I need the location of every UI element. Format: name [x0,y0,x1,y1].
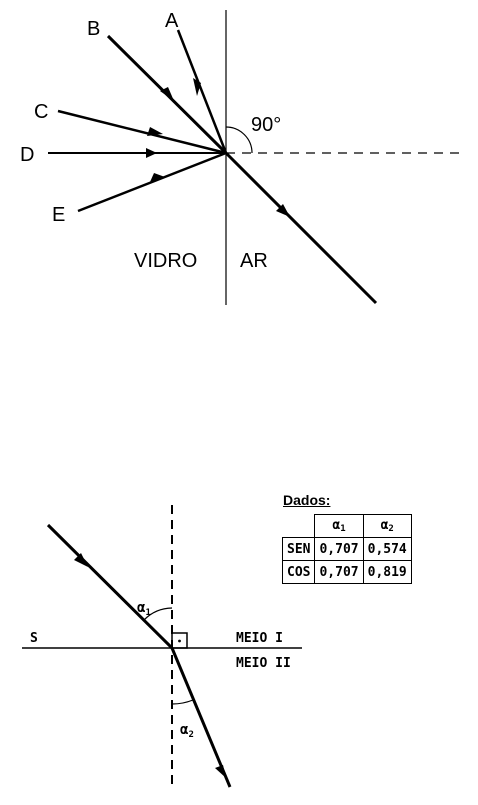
label-ray-b: B [87,18,100,40]
cell-cos-alpha-1: 0,707 [315,561,363,584]
ray-a [178,30,226,153]
surface-label-s: S [30,631,38,646]
angle-arc-2 [172,700,193,704]
medium-label-1: MEIO I [236,631,283,646]
table-corner-cell [283,515,315,538]
table-row-sen: SEN 0,707 0,574 [283,538,412,561]
data-table: α1 α2 SEN 0,707 0,574 COS 0,707 0,819 [282,514,412,584]
table-header-row: α1 α2 [283,515,412,538]
arrow-refracted [215,765,226,778]
medium-label-ar: AR [240,250,268,272]
data-table-title: Dados: [283,492,330,508]
label-ray-d: D [20,144,34,166]
cell-sen-alpha-2: 0,574 [363,538,411,561]
table-header-alpha-1: α1 [315,515,363,538]
medium-label-2: MEIO II [236,656,291,671]
refraction-diagram-bottom: α1 α2 S MEIO I MEIO II [22,505,302,790]
ray-e [78,153,226,211]
table-row-cos: COS 0,707 0,819 [283,561,412,584]
ray-c [58,111,226,153]
row-label-sen: SEN [283,538,315,561]
angle-label-alpha-2: α2 [180,722,194,740]
right-angle-arc [226,127,252,153]
refraction-diagram-top: A B C D E 90° VIDRO AR [20,10,460,305]
arrow-incident [74,553,88,567]
label-ray-c: C [34,101,48,123]
right-angle-dot [178,640,181,643]
medium-label-vidro: VIDRO [134,250,197,272]
cell-sen-alpha-1: 0,707 [315,538,363,561]
arrow-ray-c [147,127,163,136]
label-ray-a: A [165,10,179,32]
angle-label-90: 90° [251,114,281,136]
refracted-ray-out [226,153,376,303]
incident-ray [48,525,172,648]
cell-cos-alpha-2: 0,819 [363,561,411,584]
label-ray-e: E [52,204,65,226]
table-header-alpha-2: α2 [363,515,411,538]
row-label-cos: COS [283,561,315,584]
angle-label-alpha-1: α1 [137,600,151,618]
arrow-ray-d [146,148,157,158]
